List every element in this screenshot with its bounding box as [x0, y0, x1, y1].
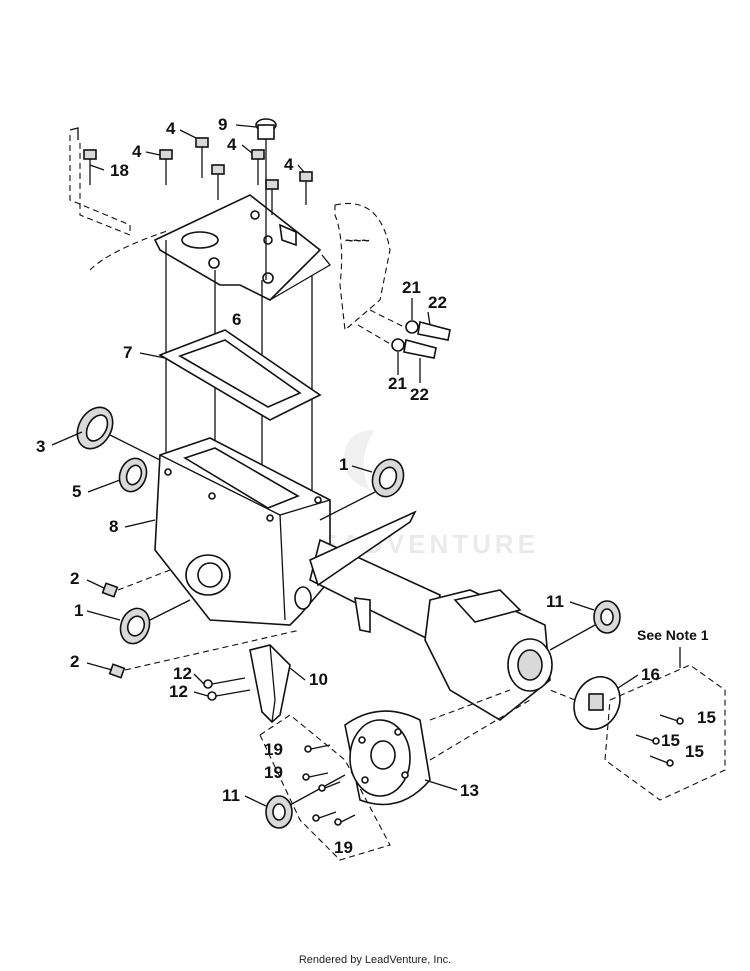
bearing-5	[118, 457, 148, 493]
callout-21: 21	[388, 374, 407, 393]
bearing-1-lower	[119, 599, 191, 645]
breather-plug-9	[255, 118, 277, 280]
callout-6: 6	[232, 310, 241, 329]
callout-22: 22	[410, 385, 429, 404]
see-note-label: See Note 1	[637, 627, 709, 643]
callout-16: 16	[641, 665, 660, 684]
callout-12: 12	[169, 682, 188, 701]
bolt-18	[83, 149, 97, 185]
bracket-outline-18	[69, 127, 171, 271]
callout-15: 15	[661, 731, 680, 750]
callout-21: 21	[402, 278, 421, 297]
callout-18: 18	[110, 161, 129, 180]
seal-11-left	[265, 774, 346, 829]
bolts-19-group	[259, 714, 391, 861]
callout-13: 13	[460, 781, 479, 800]
cover-13	[344, 689, 531, 806]
callout-7: 7	[123, 343, 132, 362]
seal-11-right	[549, 600, 621, 651]
callout-4: 4	[227, 135, 237, 154]
callout-5: 5	[72, 482, 81, 501]
bracket-10	[249, 644, 291, 724]
callout-19: 19	[264, 763, 283, 782]
callout-19: 19	[264, 740, 283, 759]
bolts-4	[159, 137, 313, 215]
footer-credit: Rendered by LeadVenture, Inc.	[298, 954, 452, 966]
hub-16	[549, 676, 621, 730]
note-box	[604, 647, 726, 801]
gear-case-8	[154, 437, 331, 626]
callout-4: 4	[166, 119, 176, 138]
bearing-1-upper	[319, 458, 405, 521]
callout-11: 11	[546, 592, 564, 611]
callout-4: 4	[132, 142, 142, 161]
callout-10: 10	[309, 670, 328, 689]
callout-1: 1	[339, 455, 348, 474]
callout-9: 9	[218, 115, 227, 134]
svg-text:~~~: ~~~	[345, 232, 370, 248]
callout-11: 11	[222, 786, 240, 805]
shield-outline: ~~~	[334, 203, 391, 332]
leader-lines	[51, 124, 639, 807]
bolts-21-22	[357, 309, 451, 359]
callout-1: 1	[74, 601, 83, 620]
callout-19: 19	[334, 838, 353, 857]
callout-15: 15	[685, 742, 704, 761]
bolts-12	[203, 677, 251, 701]
callout-3: 3	[36, 437, 45, 456]
seal-3	[76, 406, 161, 461]
gasket-7	[158, 329, 322, 421]
callout-labels: 1 1 2 2 3 4 4 4 4 5 6 7 8 9 10 11 11 12 …	[36, 115, 716, 857]
watermark-logo: LEADVENTURE	[300, 430, 535, 559]
callout-12: 12	[173, 664, 192, 683]
cover-plate-6	[153, 194, 331, 301]
callout-15: 15	[697, 708, 716, 727]
callout-22: 22	[428, 293, 447, 312]
callout-8: 8	[109, 517, 118, 536]
axle-tube	[309, 510, 553, 721]
callout-2: 2	[70, 652, 79, 671]
callout-2: 2	[70, 569, 79, 588]
plugs-2	[101, 569, 301, 679]
callout-4: 4	[284, 155, 294, 174]
